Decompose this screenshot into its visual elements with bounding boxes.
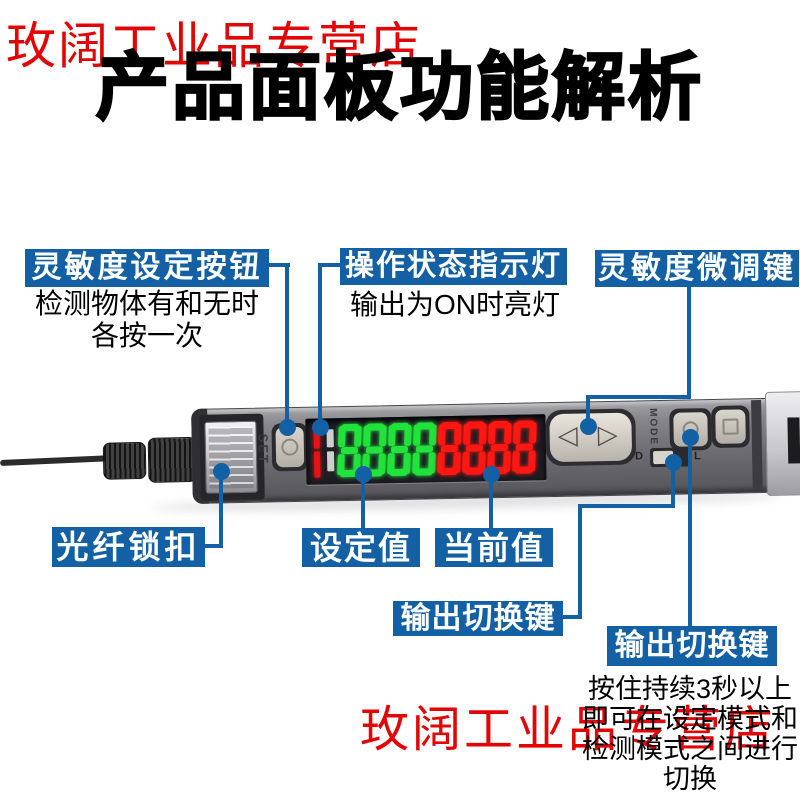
connector-line <box>688 437 692 627</box>
seven-segment-digit <box>512 420 537 474</box>
seven-segment-digit <box>437 421 462 476</box>
callout-output-switch-key: 输出切换键 <box>393 601 563 636</box>
connector-dot-current-value <box>483 466 500 483</box>
connector-line <box>489 474 493 530</box>
hold-desc-line-1: 按住持续3秒以上 <box>587 674 793 704</box>
connector-line <box>219 470 223 548</box>
callout-sensitivity-set-desc-line1: 检测物体有和无时 <box>34 288 259 319</box>
callout-fiber-lock: 光纤锁扣 <box>52 527 205 567</box>
callout-output-switch-hold-key: 输出切换键 <box>607 626 777 666</box>
switch-label-l: L <box>694 450 701 463</box>
connector-dot-dl-switch <box>665 454 682 471</box>
connector-dot-trim-keys <box>580 418 597 435</box>
mode-label: MODE <box>647 408 659 447</box>
callout-set-value: 设定值 <box>302 528 420 567</box>
arrow-right-icon: ▷ <box>597 418 618 450</box>
connector-line <box>671 462 675 508</box>
hold-desc-line-4: 切换 <box>663 764 717 794</box>
seven-segment-digit <box>412 422 437 476</box>
arrow-left-icon: ◁ <box>557 419 578 450</box>
callout-sensitivity-set-button: 灵敏度设定按钮 <box>25 249 269 287</box>
connector-line <box>205 544 223 548</box>
seven-segment-digit <box>387 422 412 477</box>
led-display <box>305 414 547 485</box>
connector-line <box>561 615 582 619</box>
end-cap-slot <box>787 417 800 464</box>
fiber-amplifier-device: SET ◁ ▷ MODE D L <box>0 385 800 520</box>
status-led-indicator <box>313 451 321 478</box>
connector-line <box>586 395 691 399</box>
callout-output-switch-hold-desc: 按住持续3秒以上 即可在设定模式和 检测模式之间进行 切换 <box>565 674 800 794</box>
connector-line <box>268 263 290 267</box>
seven-segment-digit <box>462 421 487 475</box>
connector-line <box>586 395 590 425</box>
callout-status-indicator: 操作状态指示灯 <box>340 248 567 285</box>
connector-dot-fiber-lock <box>213 463 230 480</box>
store-watermark-bottom: 玫阔工业品专营店 <box>360 702 777 757</box>
store-watermark-top: 玫阔工业品专营店 <box>6 18 422 74</box>
callout-sensitivity-set-desc-line2: 各按一次 <box>90 320 203 351</box>
body-divider <box>751 400 763 493</box>
hold-desc-line-2: 即可在设定模式和 <box>582 704 798 734</box>
connector-line <box>318 263 342 267</box>
connector-line <box>578 504 582 619</box>
cable-connector <box>102 441 147 480</box>
set-button-label: SET <box>255 433 272 466</box>
output-button <box>715 409 746 444</box>
fiber-lock-clip <box>204 420 258 494</box>
connector-line <box>285 263 289 425</box>
callout-current-value: 当前值 <box>435 528 553 567</box>
connector-line <box>361 474 365 530</box>
connector-dot-set-button <box>279 419 296 436</box>
connector-dot-status-led <box>312 419 329 436</box>
fiber-cable <box>0 455 113 467</box>
connector-line <box>578 504 675 508</box>
display-marker <box>326 451 335 472</box>
connector-line <box>687 287 691 399</box>
hold-desc-line-3: 检测模式之间进行 <box>582 734 798 764</box>
page-title: 产品面板功能解析 <box>95 46 704 130</box>
connector-dot-mode-button <box>682 429 699 446</box>
cable-connector <box>147 436 197 483</box>
connector-line <box>318 263 322 425</box>
callout-status-indicator-desc: 输出为ON时亮灯 <box>349 289 560 320</box>
switch-label-d: D <box>634 450 644 463</box>
callout-sensitivity-trim-key: 灵敏度微调键 <box>595 250 799 287</box>
connector-dot-set-value <box>355 466 372 483</box>
